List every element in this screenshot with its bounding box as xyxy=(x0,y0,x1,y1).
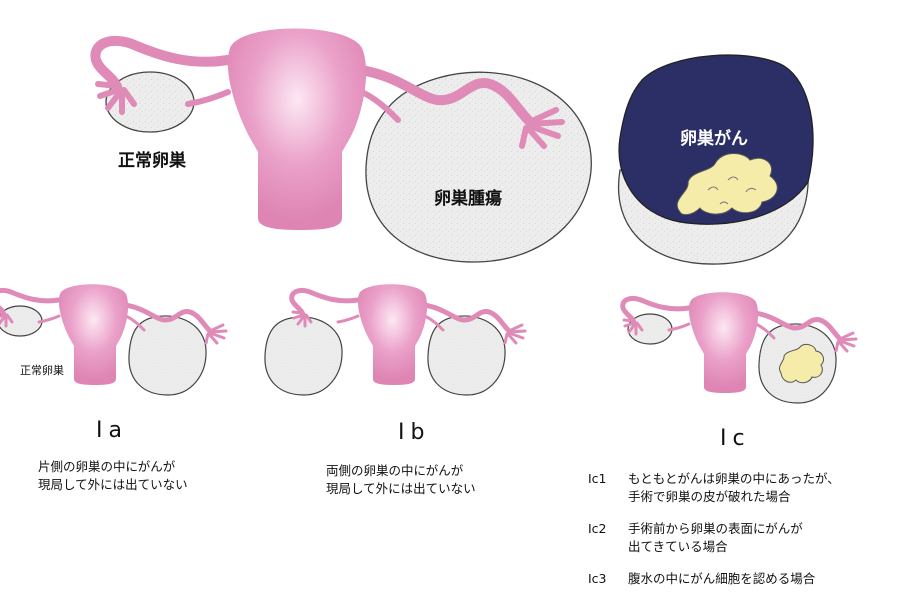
substage-line: 腹水の中にがん細胞を認める場合 xyxy=(628,571,816,586)
substage-line: 手術前から卵巣の表面にがんが xyxy=(628,521,803,536)
top-tumor-label: 卵巣腫瘍 xyxy=(434,189,502,209)
top-normal-ovary-label: 正常卵巣 xyxy=(118,151,186,171)
substage-line: もともとがんは卵巣の中にあったが、 xyxy=(628,471,840,486)
substage-ic3: Ⅰc3 腹水の中にがん細胞を認める場合 xyxy=(588,570,815,588)
stage-ia-description-line: 現局して外には出ていない xyxy=(38,477,188,492)
stage-ib-description-line: 現局して外には出ていない xyxy=(326,481,476,496)
panel-ia-figure xyxy=(0,284,226,396)
substage-line: 出てきている場合 xyxy=(628,539,728,554)
stage-ia-label: Ⅰa xyxy=(96,418,128,443)
stage-ia-description-line: 片側の卵巣の中にがんが xyxy=(38,459,176,474)
stage-ia-description: 片側の卵巣の中にがんが 現局して外には出ていない xyxy=(38,458,188,494)
top-tumor-ovary xyxy=(365,71,592,263)
stage-ib-description-line: 両側の卵巣の中にがんが xyxy=(326,463,464,478)
top-cancer-label: 卵巣がん xyxy=(680,129,748,149)
stage-ic-label: Ⅰc xyxy=(720,426,751,451)
substage-code: Ⅰc3 xyxy=(588,571,607,586)
panel-ib-figure xyxy=(264,284,525,396)
substage-code: Ⅰc2 xyxy=(588,521,607,536)
stage-ib-label: Ⅰb xyxy=(398,420,431,445)
top-cancer-ovary xyxy=(617,54,814,265)
substage-ic2: Ⅰc2 手術前から卵巣の表面にがんが 出てきている場合 xyxy=(588,520,803,556)
substage-line: 手術で卵巣の皮が破れた場合 xyxy=(628,489,791,504)
panel-ia-normal-label: 正常卵巣 xyxy=(20,364,64,377)
substage-code: Ⅰc1 xyxy=(588,471,607,486)
substage-ic1: Ⅰc1 もともとがんは卵巣の中にあったが、 手術で卵巣の皮が破れた場合 xyxy=(588,470,840,506)
ic-cancer-cluster-icon xyxy=(779,343,824,384)
cancer-cluster-icon xyxy=(676,153,778,216)
stage-ib-description: 両側の卵巣の中にがんが 現局して外には出ていない xyxy=(326,462,476,498)
panel-ic-figure xyxy=(623,292,856,404)
